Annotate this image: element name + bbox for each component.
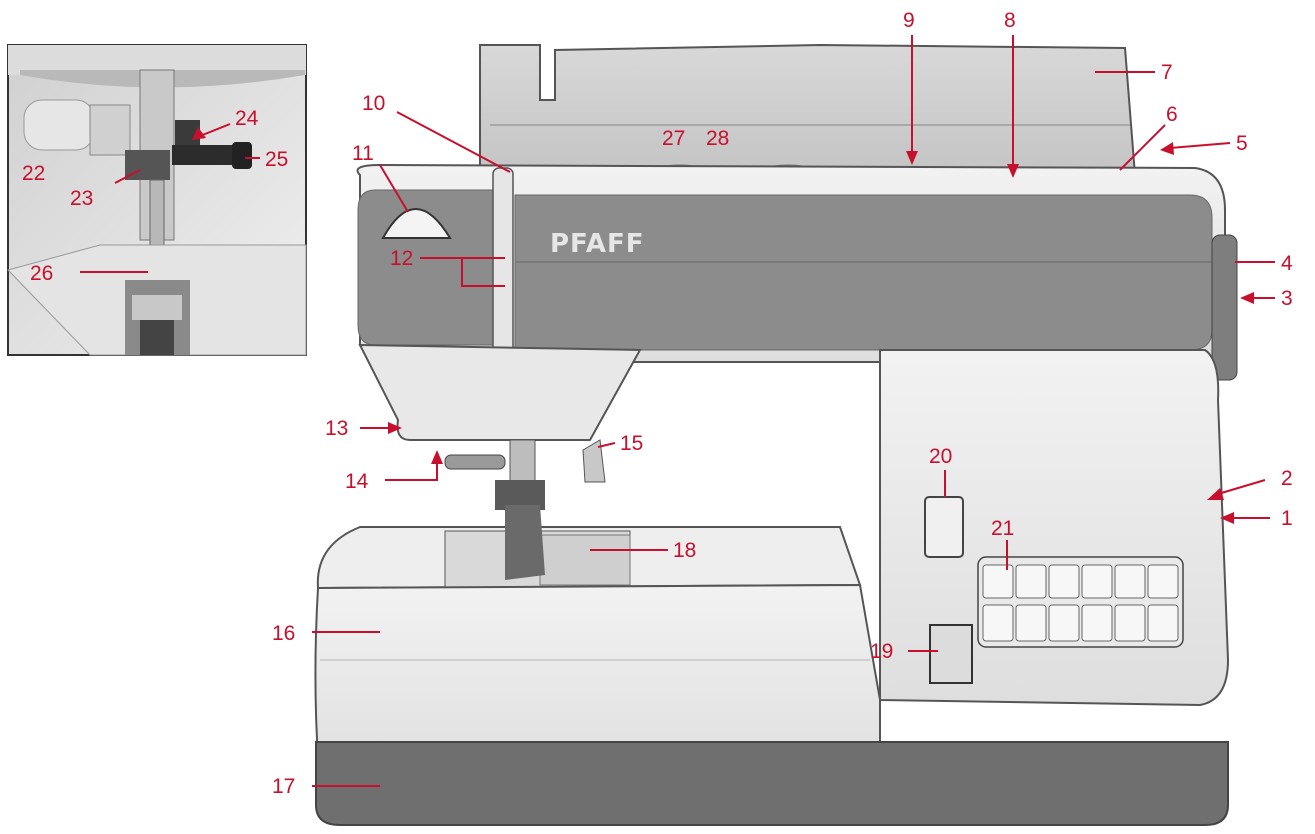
leader-lines: [80, 35, 1275, 787]
callout-22: 22: [22, 162, 45, 185]
callout-20: 20: [929, 445, 952, 468]
stitch-buttons: [982, 564, 1179, 642]
callout-labels: 1 2 3 4 5 6 7 8 9 10 11 12 13 14 15 16 1…: [22, 9, 1293, 798]
callout-25: 25: [265, 148, 288, 171]
callout-12: 12: [390, 247, 413, 270]
callout-9: 9: [903, 9, 915, 32]
callout-14: 14: [345, 470, 369, 493]
callout-16: 16: [272, 622, 295, 645]
callout-23: 23: [70, 187, 93, 210]
callout-27: 27: [662, 127, 685, 150]
inset-detail: [7, 44, 307, 356]
callout-10: 10: [362, 92, 385, 115]
callout-26: 26: [30, 262, 53, 285]
callout-19: 19: [870, 640, 893, 663]
callout-28: 28: [706, 127, 729, 150]
callout-13: 13: [325, 417, 348, 440]
callout-3: 3: [1281, 287, 1293, 310]
callout-4: 4: [1281, 252, 1293, 275]
callout-24: 24: [235, 107, 259, 130]
sewing-machine: [314, 43, 1238, 826]
callout-1: 1: [1281, 507, 1293, 530]
callout-8: 8: [1004, 9, 1016, 32]
callout-5: 5: [1236, 132, 1248, 155]
brand-logo: PFAFF: [550, 229, 644, 259]
callout-6: 6: [1166, 103, 1178, 126]
callout-17: 17: [272, 775, 295, 798]
callout-18: 18: [673, 539, 696, 562]
callout-11: 11: [352, 142, 374, 165]
callout-15: 15: [620, 432, 643, 455]
callout-7: 7: [1161, 61, 1173, 84]
callout-2: 2: [1281, 467, 1293, 490]
callout-21: 21: [991, 517, 1014, 540]
